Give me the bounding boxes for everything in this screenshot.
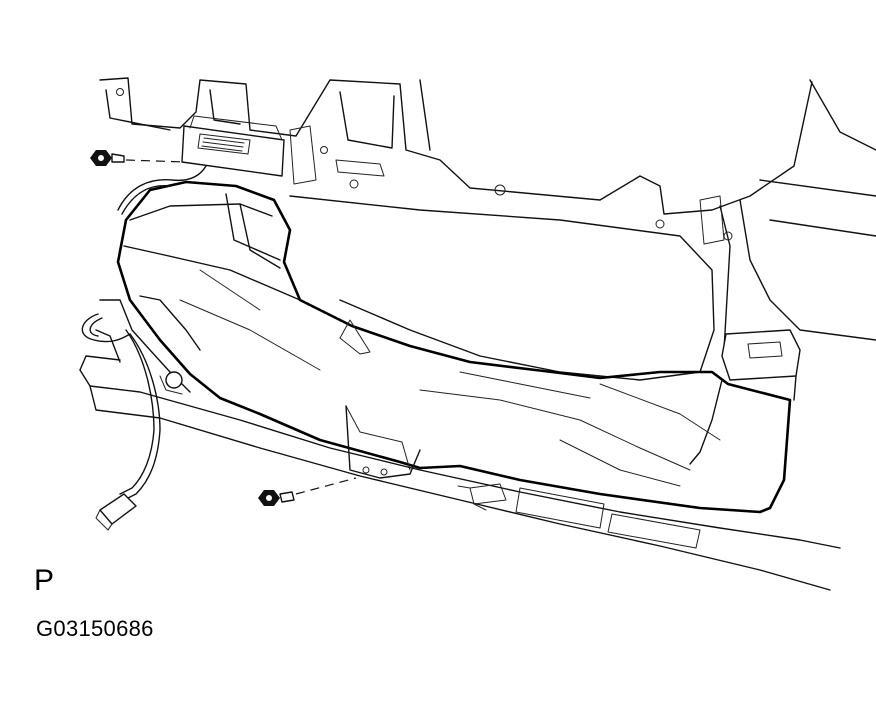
connector-module	[181, 115, 285, 177]
harness-clip	[117, 165, 207, 215]
lower-screw	[258, 477, 357, 506]
upper-screw	[90, 150, 187, 166]
wire-harness	[81, 313, 161, 531]
center-opening-outline	[289, 195, 715, 381]
figure-code: G03150686	[36, 616, 154, 641]
air-duct-body	[116, 180, 792, 514]
duct-outlet-end	[689, 329, 801, 465]
panel-reinforcement-frame	[99, 77, 876, 351]
view-letter: P	[34, 564, 55, 597]
lower-panel-beam	[79, 295, 841, 591]
